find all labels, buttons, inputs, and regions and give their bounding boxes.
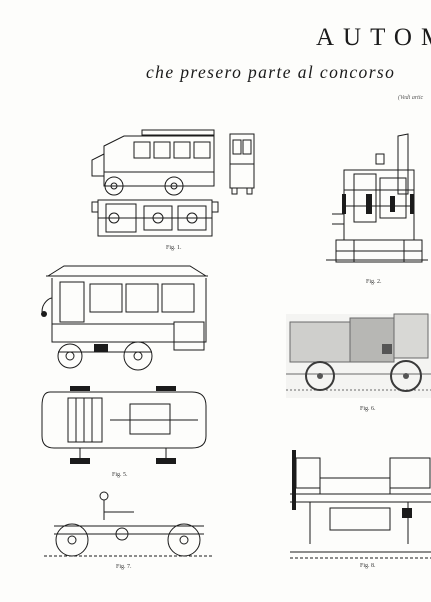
fig6-caption: Fig. 6. xyxy=(360,406,376,412)
page-subtitle: che presero parte al concorso xyxy=(146,62,396,82)
fig1-drawing xyxy=(92,124,272,246)
fig2-caption: Fig. 2. xyxy=(366,279,382,285)
fig6-photo xyxy=(286,314,431,398)
fig8-caption: Fig. 8. xyxy=(360,563,376,569)
fig5-caption: Fig. 5. xyxy=(112,472,128,478)
fig3-drawing xyxy=(41,262,216,380)
fig7-caption: Fig. 7. xyxy=(116,564,132,570)
fig2-drawing xyxy=(324,134,430,270)
fig7-drawing xyxy=(44,490,212,560)
fig5-drawing xyxy=(40,386,208,464)
fig1-caption: Fig. 1. xyxy=(166,245,182,251)
reference-note: (Vedi artic xyxy=(398,95,424,101)
page-title: AUTOM xyxy=(316,24,431,51)
fig8-drawing xyxy=(290,450,431,560)
